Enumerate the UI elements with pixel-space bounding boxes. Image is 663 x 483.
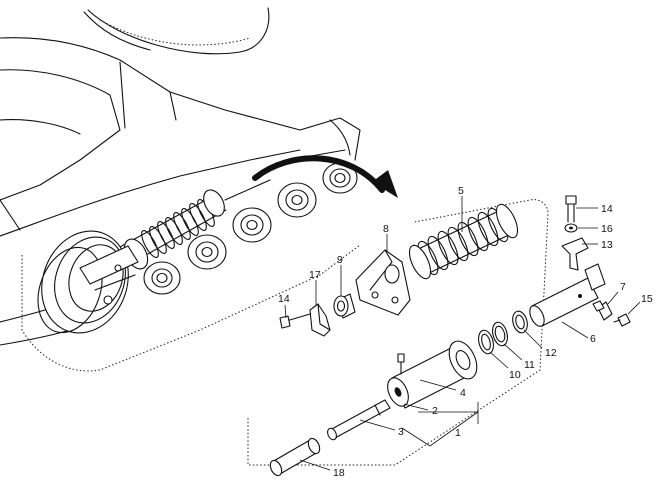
callout-14-left: 14 [278, 293, 290, 305]
part-13-plate [561, 237, 598, 271]
part-15-valve [613, 301, 641, 327]
part-14-bolt-right [565, 195, 598, 223]
callout-14-right: 14 [601, 203, 613, 215]
part-8-bracket [355, 234, 411, 316]
part-14-bolt-left [279, 304, 311, 329]
part-17-clamp [309, 280, 331, 337]
part-11-ring [492, 321, 523, 361]
assembly-bracket-1 [401, 402, 479, 447]
idler-wheel [37, 230, 139, 334]
callout-2: 2 [432, 405, 438, 417]
callout-10: 10 [509, 369, 521, 381]
callout-5: 5 [458, 185, 464, 197]
callout-6: 6 [590, 333, 596, 345]
callout-11: 11 [524, 359, 535, 371]
part-7-fitting [592, 291, 619, 321]
part-10-ring [478, 329, 509, 369]
callout-12: 12 [545, 347, 557, 359]
part-2-rod-end [403, 403, 429, 411]
part-5-spring [408, 196, 519, 280]
callout-9: 9 [337, 254, 343, 266]
callout-17: 17 [309, 269, 321, 281]
track-rollers [143, 149, 358, 295]
callout-7: 7 [620, 281, 626, 293]
part-6-cylinder [529, 263, 606, 339]
callout-16: 16 [601, 223, 613, 235]
callout-1: 1 [455, 427, 461, 439]
callout-13: 13 [601, 239, 613, 251]
part-18-sleeve [269, 437, 331, 477]
part-4-housing [387, 340, 478, 409]
part-3-rod [327, 399, 396, 441]
callout-labels: 1 2 3 4 5 6 7 8 9 10 11 12 13 14 14 15 1… [278, 185, 653, 479]
callout-3: 3 [398, 426, 404, 438]
part-9-nut [333, 265, 356, 319]
callout-8: 8 [383, 223, 389, 235]
callout-18: 18 [333, 467, 345, 479]
direction-arrow [252, 155, 398, 198]
part-16-washer [564, 223, 598, 233]
part-12-ring [512, 310, 543, 349]
exploded-group-border [247, 199, 549, 466]
callout-15: 15 [641, 293, 653, 305]
callout-4: 4 [460, 387, 466, 399]
